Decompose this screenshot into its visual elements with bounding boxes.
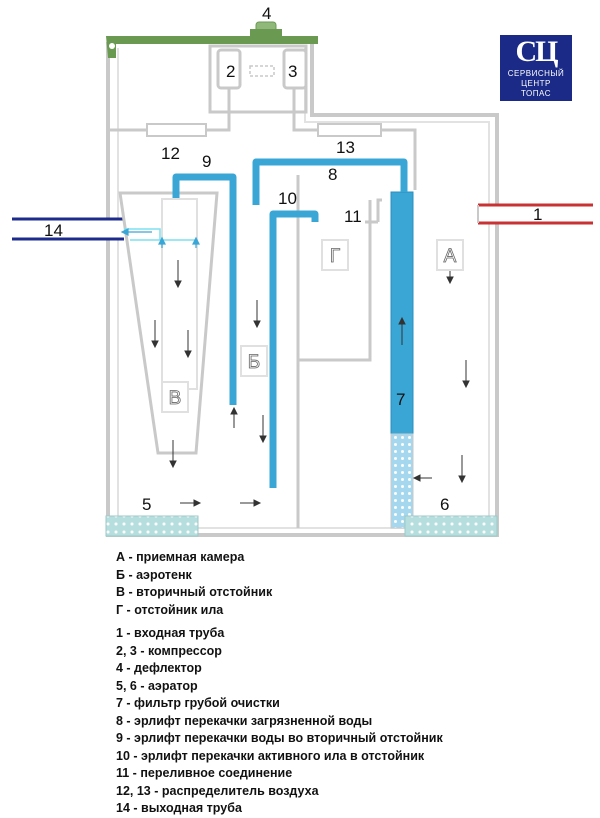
- label-3: 3: [288, 62, 297, 81]
- zone-g-label: Г: [330, 246, 340, 267]
- airlift-10: [269, 210, 319, 488]
- legend-zone-a: А - приемная камера: [116, 550, 245, 564]
- outlet-pipe: [12, 217, 124, 241]
- coarse-filter: [390, 191, 414, 529]
- legend-part-7: 7 - фильтр грубой очистки: [116, 696, 280, 710]
- label-12: 12: [161, 144, 180, 163]
- legend-part-11: 11 - переливное соединение: [116, 766, 293, 780]
- septic-tank-diagram: А Б В Г 1 2 3 4 5 6 7 8 9 10 11 12 13 14: [12, 4, 593, 537]
- zone-a-label: А: [444, 246, 457, 267]
- aerator-5: [105, 515, 199, 537]
- inlet-pipe: [477, 203, 593, 225]
- legend-part-1: 1 - входная труба: [116, 626, 225, 640]
- label-14: 14: [44, 221, 63, 240]
- air-distributor-lines: [110, 88, 417, 190]
- label-8: 8: [328, 165, 337, 184]
- service-center-logo: СЦ СЕРВИСНЫЙ ЦЕНТР ТОПАС: [500, 35, 572, 101]
- tank-body: [106, 42, 499, 537]
- legend-zone-b: Б - аэротенк: [116, 567, 192, 582]
- zone-g-box: Г: [321, 239, 349, 271]
- zone-b-label: Б: [248, 352, 260, 373]
- label-2: 2: [226, 62, 235, 81]
- legend: А - приемная камера Б - аэротенк В - вто…: [116, 549, 586, 818]
- legend-part-2-3: 2, 3 - компрессор: [116, 643, 222, 658]
- lid-deflector: [106, 21, 318, 58]
- legend-part-12-13: 12, 13 - распределитель воздуха: [116, 783, 319, 798]
- airlift-9: [172, 173, 237, 405]
- label-10: 10: [278, 189, 297, 208]
- label-13: 13: [336, 138, 355, 157]
- label-4: 4: [262, 4, 271, 23]
- legend-part-10: 10 - эрлифт перекачки активного ила в от…: [116, 748, 425, 763]
- air-distributor-12: [146, 123, 207, 137]
- logo-line-2: ЦЕНТР: [521, 79, 551, 88]
- air-distributor-13: [317, 123, 382, 137]
- logo-line-3: ТОПАС: [521, 89, 551, 98]
- aerator-6: [404, 515, 498, 537]
- legend-part-8: 8 - эрлифт перекачки загрязненной воды: [116, 713, 373, 728]
- airlift-8: [252, 158, 408, 205]
- zone-b-box: Б: [240, 345, 268, 377]
- label-7: 7: [396, 390, 405, 409]
- label-1: 1: [533, 205, 542, 224]
- legend-part-4: 4 - дефлектор: [116, 661, 202, 675]
- zone-v-box: В: [161, 381, 189, 413]
- label-6: 6: [440, 495, 449, 514]
- legend-zone-v: В - вторичный отстойник: [116, 585, 273, 599]
- zone-v-label: В: [169, 388, 182, 409]
- legend-part-5-6: 5, 6 - аэратор: [116, 678, 198, 693]
- legend-part-14: 14 - выходная труба: [116, 801, 242, 815]
- label-11: 11: [344, 207, 362, 226]
- legend-part-9: 9 - эрлифт перекачки воды во вторичный о…: [116, 731, 443, 745]
- label-9: 9: [202, 152, 211, 171]
- flow-arrows-outlet: [120, 228, 200, 248]
- zone-a-box: А: [436, 239, 464, 271]
- label-5: 5: [142, 495, 151, 514]
- flow-arrows: [151, 256, 470, 507]
- compressor-housing: [208, 44, 308, 114]
- legend-zone-g: Г - отстойник ила: [116, 602, 224, 617]
- partitions: [296, 175, 382, 528]
- logo-line-1: СЕРВИСНЫЙ: [507, 69, 565, 78]
- logo-mark: СЦ: [515, 35, 559, 68]
